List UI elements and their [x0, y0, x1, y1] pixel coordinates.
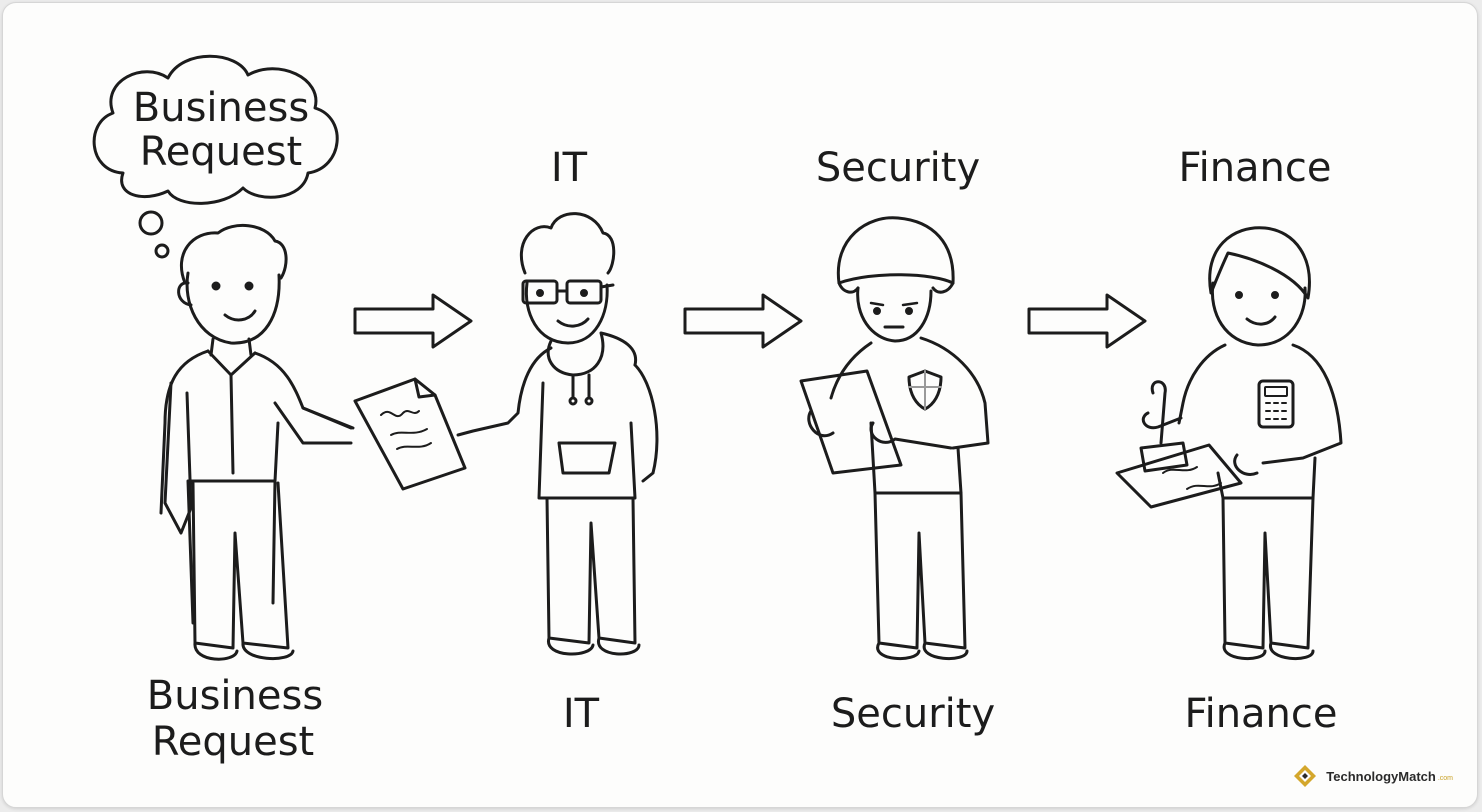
- it-person-figure: [458, 214, 657, 654]
- stage-business-bottom-line1: Business: [147, 673, 323, 719]
- thought-bubble-line1: Business: [133, 85, 309, 131]
- thought-bubble-line2: Request: [140, 129, 302, 175]
- arrow-right-icon: [685, 295, 801, 347]
- stage-it-bottom-label: IT: [563, 691, 600, 737]
- helmet-icon: [838, 218, 953, 292]
- stage-finance-top-label: Finance: [1178, 145, 1331, 191]
- finance-person-figure: [1117, 228, 1341, 659]
- thought-bubble-icon: Business Request: [94, 56, 337, 257]
- security-person-figure: [801, 218, 988, 659]
- stage-business-bottom-line2: Request: [152, 719, 314, 765]
- stage-security-bottom-label: Security: [831, 691, 995, 737]
- brand-tld: .com: [1438, 775, 1453, 782]
- stage-it-top-label: IT: [551, 145, 588, 191]
- arrow-right-icon: [355, 295, 471, 347]
- calculator-icon: [1259, 381, 1293, 427]
- stage-finance-bottom-label: Finance: [1184, 691, 1337, 737]
- shield-icon: [909, 371, 941, 409]
- brand-name: TechnologyMatch: [1326, 769, 1436, 784]
- business-requester-figure: [161, 225, 353, 659]
- approval-flow-diagram: Business Request IT Security Finance: [3, 3, 1477, 807]
- arrow-right-icon: [1029, 295, 1145, 347]
- brand-logo: TechnologyMatch .com: [1292, 763, 1453, 789]
- document-icon: [355, 379, 465, 489]
- brand-diamond-icon: [1292, 763, 1318, 789]
- stage-security-top-label: Security: [816, 145, 980, 191]
- document-icon: [801, 371, 901, 473]
